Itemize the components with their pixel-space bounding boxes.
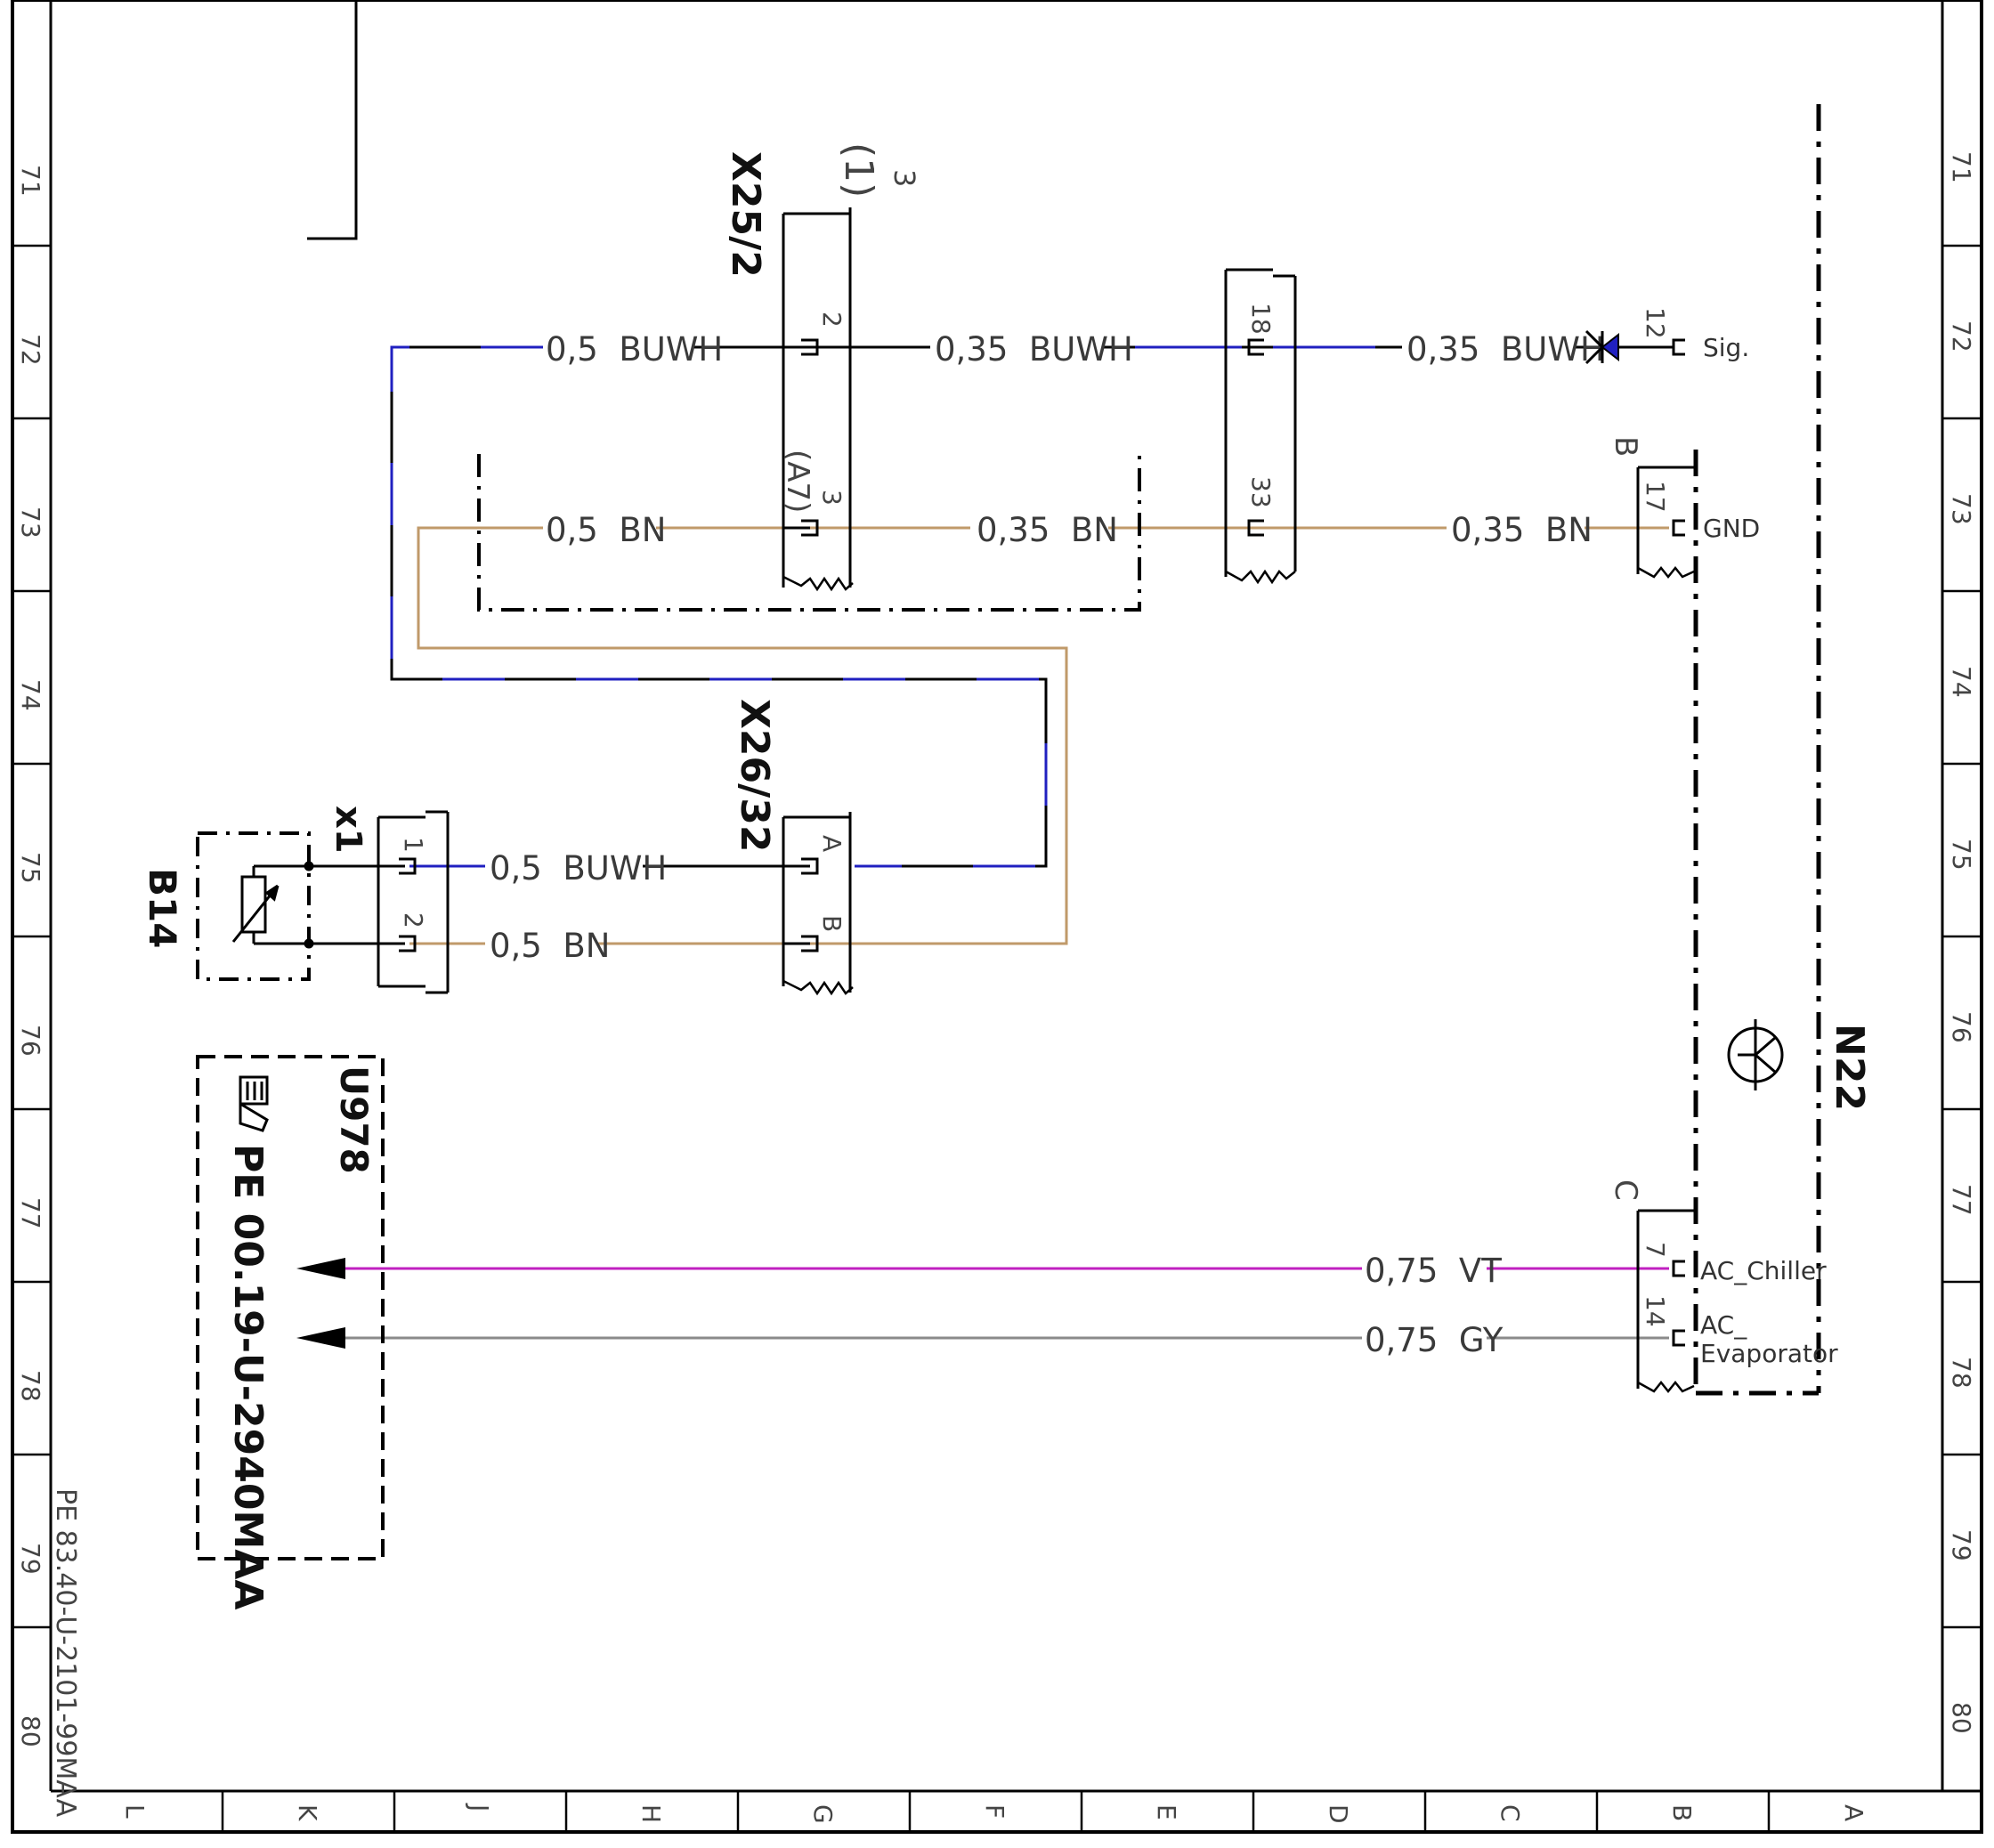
wire-label-w7: 0,5 BUWH (490, 849, 667, 888)
col-label-H: H (636, 1804, 666, 1823)
arrow-head-gy (296, 1327, 345, 1349)
sensor-b14 (196, 831, 314, 981)
pin-x26-a: A (817, 835, 847, 852)
wire-label-w9: 0,75 VT (1365, 1252, 1502, 1290)
n22-label: N22 (1827, 1024, 1872, 1111)
u978-ref: PE 00.19-U-2940MAA (225, 1144, 271, 1609)
row-label-73: 73 (16, 507, 45, 539)
connector-mid (1224, 268, 1297, 585)
diode-icon (1585, 329, 1674, 365)
pin-n22-d: 14 (1641, 1295, 1670, 1327)
module-n22 (1693, 104, 1821, 1396)
n22-conn-c-label: C (1608, 1179, 1643, 1201)
row-label-79: 79 (16, 1543, 45, 1575)
u978-label: U978 (332, 1066, 376, 1174)
wire-labels: 0,5 BUWH 0,35 BUWH 0,35 BUWH 0,5 BN 0,35… (490, 330, 1605, 1359)
row-label-78: 78 (16, 1370, 45, 1402)
connector-x26-32 (782, 812, 854, 996)
signal-gnd: GND (1703, 514, 1760, 543)
hand-pointer-icon (239, 1075, 269, 1132)
wire-label-w2: 0,35 BUWH (935, 330, 1133, 369)
pin-n22-b: 17 (1641, 481, 1670, 513)
signal-ac-evap-1: AC_ (1700, 1310, 1747, 1340)
wire-bn-loop (417, 526, 1068, 945)
row-label-71-right: 71 (1947, 151, 1976, 183)
pin-mid-a: 18 (1246, 303, 1276, 335)
top-left-bracket (307, 0, 358, 240)
row-label-80-right: 80 (1947, 1702, 1976, 1734)
col-label-C: C (1496, 1804, 1525, 1822)
wire-label-w3: 0,35 BUWH (1406, 330, 1605, 369)
wire-buwh-loop (390, 345, 1048, 868)
col-label-J: J (465, 1803, 494, 1812)
row-label-80: 80 (16, 1715, 45, 1747)
arrow-head-vt (296, 1258, 345, 1279)
signal-ac-chiller: AC_Chiller (1700, 1256, 1827, 1285)
col-label-D: D (1324, 1804, 1353, 1824)
pin-n22-c: 7 (1641, 1242, 1670, 1258)
row-label-77: 77 (16, 1197, 45, 1229)
b14-label: B14 (141, 868, 184, 948)
pin-n22-a: 12 (1641, 307, 1670, 339)
col-label-L: L (120, 1804, 150, 1819)
x26-32-label: X26/32 (732, 699, 777, 852)
col-label-G: G (808, 1804, 838, 1824)
x25-2-label: X25/2 (723, 151, 768, 278)
row-label-71: 71 (16, 165, 45, 197)
wire-label-w5: 0,35 BN (977, 511, 1118, 549)
drawing-frame (11, 0, 1983, 1834)
row-label-73-right: 73 (1947, 493, 1976, 525)
connector-x25-2 (782, 207, 854, 592)
shield-region (477, 454, 1141, 612)
wire-label-w8: 0,5 BN (490, 927, 610, 965)
row-label-79-right: 79 (1947, 1529, 1976, 1561)
n22-conn-b-label: B (1608, 436, 1643, 457)
pin-x26-b: B (817, 915, 847, 932)
signal-sig: Sig. (1703, 333, 1749, 362)
row-label-75: 75 (16, 852, 45, 884)
x25-2-ref: (1) (836, 142, 881, 198)
row-label-76-right: 76 (1947, 1011, 1976, 1043)
diode-fill-icon (1601, 332, 1619, 362)
transistor-icon (1727, 1019, 1784, 1090)
wires (254, 345, 1669, 1340)
col-label-B: B (1667, 1804, 1697, 1821)
row-label-74-right: 74 (1947, 666, 1976, 698)
col-label-K: K (293, 1804, 322, 1821)
pin-x25-2-b: 3 (817, 490, 847, 506)
row-label-77-right: 77 (1947, 1184, 1976, 1216)
col-label-E: E (1152, 1804, 1181, 1820)
pin-x25-2-a: 2 (817, 312, 847, 328)
col-label-A: A (1839, 1804, 1868, 1821)
x1-label: x1 (328, 806, 369, 854)
connector-n22-b (1636, 338, 1695, 580)
signal-ac-evap-2: Evaporator (1700, 1339, 1838, 1368)
wire-label-w1: 0,5 BUWH (546, 330, 723, 369)
pin-contacts-x25 (783, 338, 819, 537)
u978-box (196, 1055, 385, 1560)
connector-n22-c (1636, 1209, 1695, 1394)
wire-label-w6: 0,35 BN (1451, 511, 1593, 549)
col-label-F: F (980, 1804, 1009, 1819)
x25-2-ref-sup: 3 (888, 169, 921, 187)
pin-x1-a: 1 (399, 837, 428, 853)
row-label-72: 72 (16, 334, 45, 366)
row-label-78-right: 78 (1947, 1357, 1976, 1389)
column-labels: L K J H G F E D C B A (120, 1803, 1868, 1824)
connector-x1 (377, 810, 450, 994)
pin-x1-b: 2 (399, 912, 428, 928)
row-label-76: 76 (16, 1025, 45, 1057)
row-labels: 71 72 73 74 75 76 77 78 79 80 71 72 73 7… (16, 151, 1976, 1747)
document-id: PE 83.40-U-2101-99MAA (50, 1488, 81, 1818)
wire-label-w10: 0,75 GY (1365, 1321, 1504, 1359)
row-label-75-right: 75 (1947, 839, 1976, 871)
pin-mid-b: 33 (1246, 476, 1276, 508)
x25-2-sub: (A7) (780, 450, 815, 513)
wire-label-w4: 0,5 BN (546, 511, 666, 549)
row-label-74: 74 (16, 679, 45, 711)
row-label-72-right: 72 (1947, 320, 1976, 353)
